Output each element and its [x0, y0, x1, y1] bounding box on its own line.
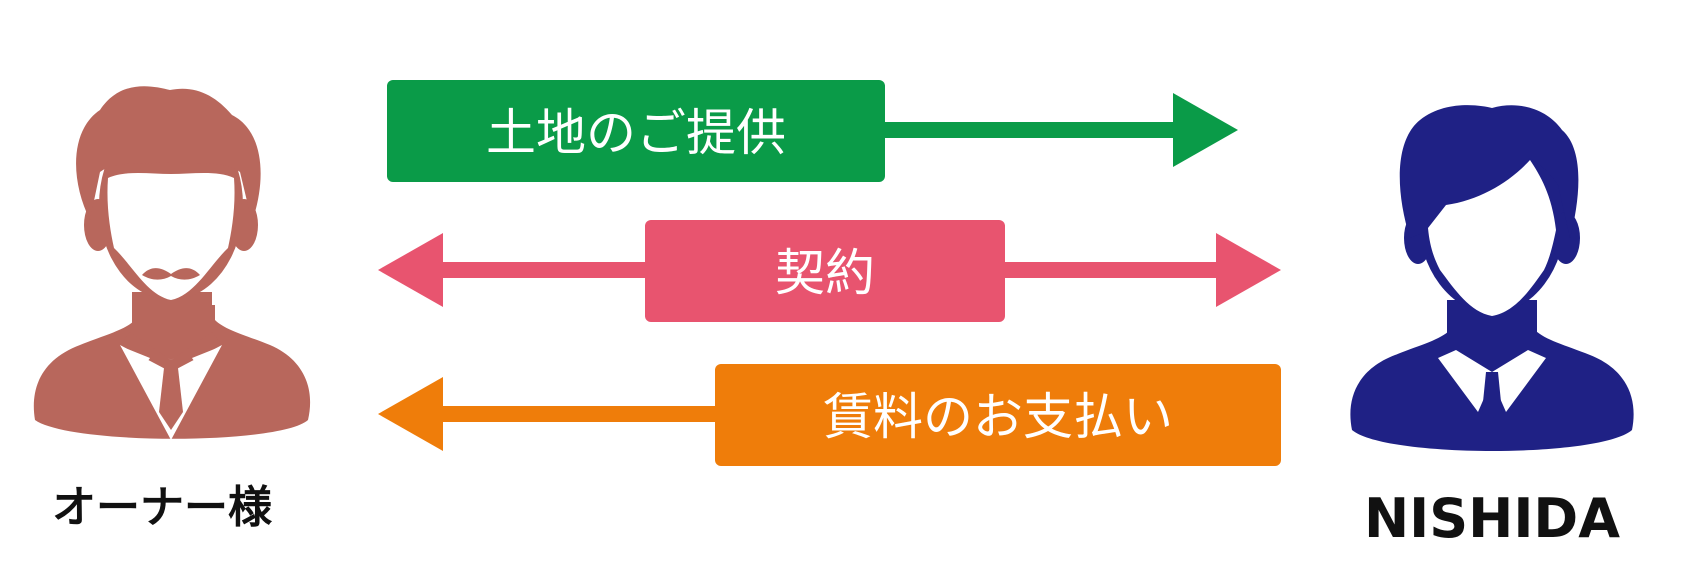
- land-provision-arrow-head: [1173, 93, 1238, 167]
- flow-land-provision: 土地のご提供: [387, 80, 1238, 182]
- owner-label: オーナー様: [52, 482, 273, 533]
- contract-right-arrow-shaft: [1000, 262, 1222, 278]
- land-provision-arrow-shaft: [880, 122, 1180, 138]
- rent-payment-arrow-shaft: [440, 406, 722, 422]
- contract-label: 契約: [775, 244, 875, 302]
- rent-payment-arrow-head: [378, 377, 443, 451]
- owner-person-icon: [33, 86, 311, 440]
- land-provision-label-box: [387, 80, 885, 182]
- rent-payment-label-box: [715, 364, 1281, 466]
- contract-left-arrow-head: [378, 233, 443, 307]
- rent-payment-label: 賃料のお支払い: [823, 388, 1173, 446]
- contract-label-box: [645, 220, 1005, 322]
- company-label: NISHIDA: [1364, 487, 1620, 550]
- flow-rent-payment: 賃料のお支払い: [378, 364, 1281, 466]
- contract-left-arrow-shaft: [440, 262, 650, 278]
- company-person-icon: [1350, 105, 1634, 451]
- land-provision-label: 土地のご提供: [486, 104, 786, 162]
- flow-contract: 契約: [378, 220, 1281, 322]
- contract-right-arrow-head: [1216, 233, 1281, 307]
